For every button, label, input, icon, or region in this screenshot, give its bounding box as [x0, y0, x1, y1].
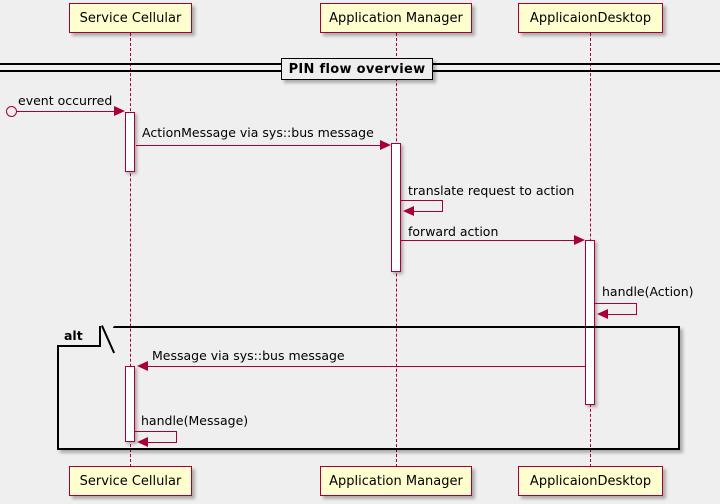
- msg-event-occurred-label: event occurred: [18, 93, 113, 108]
- msg-translate-request-top: [401, 200, 443, 201]
- msg-forward-action-line: [401, 240, 580, 241]
- msg-handle-message-side: [176, 431, 177, 443]
- msg-event-occurred-arrowhead: [114, 106, 125, 116]
- msg-message-via-bus-arrowhead: [137, 361, 148, 371]
- participant-label: Application Manager: [329, 10, 463, 26]
- msg-handle-action-bottom: [606, 314, 637, 315]
- msg-action-message-label: ActionMessage via sys::bus message: [142, 125, 374, 140]
- participant-label: ApplicaionDesktop: [529, 10, 652, 26]
- msg-translate-request-side: [442, 200, 443, 212]
- alt-fragment-operator-tab: alt: [57, 326, 101, 347]
- participant-application-manager-top[interactable]: Application Manager: [320, 3, 472, 33]
- msg-translate-request-arrowhead: [403, 206, 414, 216]
- participant-application-manager-bottom[interactable]: Application Manager: [320, 466, 472, 496]
- participant-service-cellular-top[interactable]: Service Cellular: [69, 3, 192, 33]
- msg-handle-action-side: [636, 303, 637, 315]
- msg-handle-action-arrowhead: [597, 309, 608, 319]
- divider-pin-flow-overview: PIN flow overview: [281, 58, 433, 80]
- msg-handle-message-arrowhead: [137, 437, 148, 447]
- alt-fragment-box: [57, 326, 680, 450]
- participant-label: Service Cellular: [79, 10, 182, 26]
- participant-service-cellular-bottom[interactable]: Service Cellular: [69, 466, 192, 496]
- participant-applicaion-desktop-bottom[interactable]: ApplicaionDesktop: [518, 466, 663, 496]
- alt-fragment-operator-label: alt: [64, 328, 83, 343]
- divider-label: PIN flow overview: [288, 61, 426, 77]
- msg-action-message-arrowhead: [380, 140, 391, 150]
- found-message-start-circle: [6, 106, 17, 117]
- activation-service-cellular-1: [125, 112, 135, 172]
- msg-handle-message-label: handle(Message): [141, 413, 249, 428]
- msg-translate-request-label: translate request to action: [408, 183, 575, 198]
- msg-handle-action-label: handle(Action): [602, 284, 694, 299]
- msg-handle-action-top: [595, 303, 637, 304]
- participant-label: ApplicaionDesktop: [529, 473, 652, 489]
- msg-message-via-bus-line: [146, 366, 585, 367]
- msg-action-message-line: [136, 145, 386, 146]
- participant-label: Service Cellular: [79, 473, 182, 489]
- lifeline-service-cellular: [130, 33, 131, 467]
- msg-translate-request-bottom: [412, 211, 443, 212]
- msg-forward-action-label: forward action: [408, 224, 499, 239]
- msg-handle-message-bottom: [146, 442, 177, 443]
- alt-fragment-tab-corner: [101, 326, 114, 347]
- msg-handle-message-top: [135, 431, 177, 432]
- participant-applicaion-desktop-top[interactable]: ApplicaionDesktop: [518, 3, 663, 33]
- activation-application-manager-1: [391, 143, 401, 272]
- participant-label: Application Manager: [329, 473, 463, 489]
- activation-applicaion-desktop-1: [585, 240, 595, 405]
- msg-event-occurred-line: [17, 111, 120, 112]
- activation-service-cellular-2: [125, 366, 135, 442]
- msg-forward-action-arrowhead: [574, 235, 585, 245]
- msg-message-via-bus-label: Message via sys::bus message: [152, 348, 345, 363]
